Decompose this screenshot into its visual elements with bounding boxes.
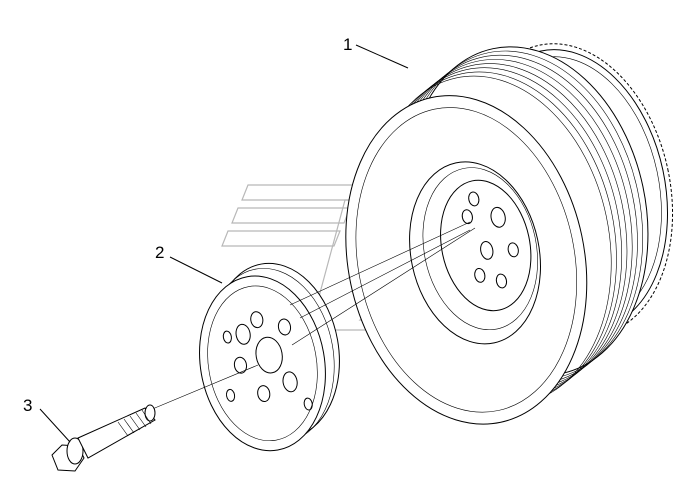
callout-3: 3 xyxy=(23,396,71,443)
callout-2-label: 2 xyxy=(155,243,164,262)
alignment-lines xyxy=(149,221,476,411)
callout-2: 2 xyxy=(155,243,223,284)
part-1-flywheel xyxy=(345,43,674,425)
part-3-flange-bolt xyxy=(51,404,156,472)
callout-3-label: 3 xyxy=(23,396,32,415)
part-2-spacer-disc xyxy=(199,262,340,452)
callout-1: 1 xyxy=(343,35,409,69)
callout-1-label: 1 xyxy=(343,35,352,54)
